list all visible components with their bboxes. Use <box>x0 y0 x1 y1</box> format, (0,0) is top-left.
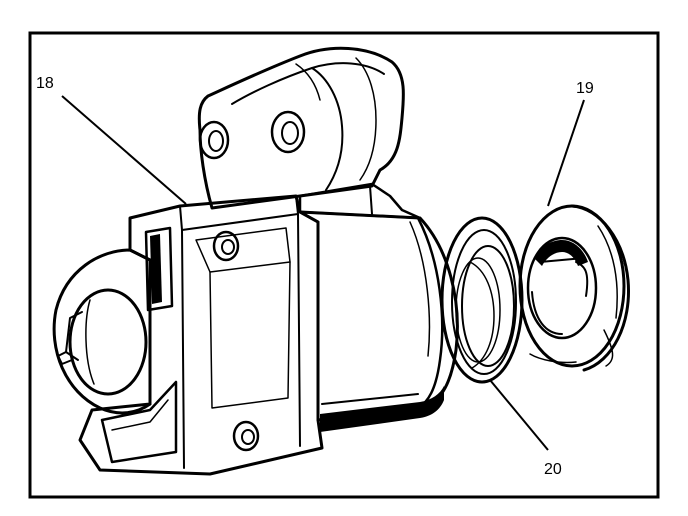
callout-18: 18 <box>36 75 187 205</box>
leader-line-20 <box>489 379 549 451</box>
callout-label-19: 19 <box>576 80 594 97</box>
slot-shadow <box>150 234 162 304</box>
callout-19: 19 <box>547 80 594 207</box>
cylinder-shadow <box>320 386 444 432</box>
bearing-inner-shadow <box>534 240 588 266</box>
callout-20: 20 <box>489 379 562 478</box>
part-18-housing <box>52 46 459 476</box>
housing-rear-flange <box>52 248 152 415</box>
callout-label-20: 20 <box>544 461 562 478</box>
housing-mounting-plate <box>78 194 324 476</box>
leader-line-18 <box>61 95 187 205</box>
housing-upper-boss <box>197 46 405 210</box>
part-19-bearing <box>518 204 631 372</box>
callout-label-18: 18 <box>36 75 54 92</box>
leader-line-19 <box>547 99 585 207</box>
